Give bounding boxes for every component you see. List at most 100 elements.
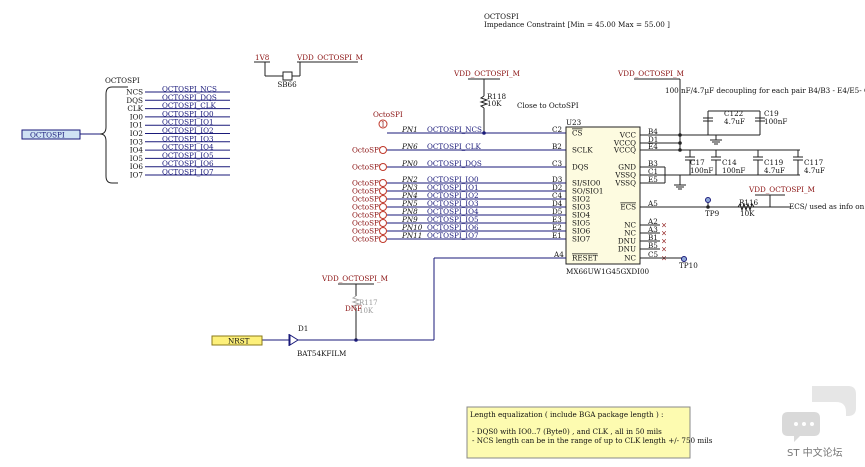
bus-net-label: OCTOSPI_IO4 bbox=[162, 143, 214, 152]
svg-text:1: 1 bbox=[381, 120, 386, 129]
tp10-icon bbox=[681, 256, 687, 262]
length-line-3: - NCS length can be in the range of up t… bbox=[472, 436, 713, 445]
chip-right-pin: VSSQ bbox=[614, 171, 636, 180]
vdd-label-decoup: VDD_OCTOSPI_M bbox=[617, 69, 684, 78]
tp10-block: TP10 bbox=[640, 256, 698, 270]
chip-left-pin: DQS bbox=[572, 163, 589, 172]
r117-value: 10K bbox=[359, 307, 374, 315]
chip-left-pin: SI/SIO0 bbox=[572, 179, 601, 188]
bus-net-label: OCTOSPI_IO2 bbox=[162, 126, 214, 135]
bus-pin-label: NCS bbox=[126, 88, 143, 97]
signal-net-label: OCTOSPI_NCS bbox=[427, 125, 482, 134]
bus-net-label: OCTOSPI_IO5 bbox=[162, 151, 214, 160]
bus-row: CLK OCTOSPI_CLK bbox=[127, 101, 230, 113]
length-note-box bbox=[466, 406, 691, 459]
flag-icon bbox=[379, 179, 387, 187]
reset-path: VDD_OCTOSPI_M R117 10K DNF D1 BAT54KFILM… bbox=[211, 257, 566, 358]
bus-row: IO0 OCTOSPI_IO0 bbox=[130, 109, 230, 121]
chip-left-pin: SCLK bbox=[572, 146, 593, 155]
chip-right-ball: B3 bbox=[648, 159, 658, 168]
bus-title: OCTOSPI bbox=[105, 76, 140, 85]
chip-left-pin: SIO3 bbox=[572, 203, 591, 212]
chip-right-pin: GND bbox=[618, 163, 636, 172]
c122-value: 4.7uF bbox=[724, 117, 745, 126]
c122-ref: C122 bbox=[724, 109, 743, 118]
octospi-flag: OctoSPI bbox=[352, 163, 382, 172]
chip-right-pin: VCCQ bbox=[613, 146, 636, 155]
bus-pin-label: CLK bbox=[127, 104, 143, 113]
ball-label: E1 bbox=[552, 231, 562, 240]
u23-ref: U23 bbox=[566, 118, 582, 127]
length-note: Length equalization ( include BGA packag… bbox=[466, 406, 713, 459]
u23-part: MX66UW1G45GXDI00 bbox=[566, 267, 650, 276]
chip-right-ball: A5 bbox=[647, 199, 658, 208]
nrst-port bbox=[211, 335, 263, 346]
c17-ref: C17 bbox=[690, 158, 705, 167]
octospi-flag: OctoSPI bbox=[352, 227, 382, 236]
chip-right-pin: ECS bbox=[620, 203, 636, 212]
bus-net-label: OCTOSPI_CLK bbox=[162, 101, 217, 110]
pn-label: PN9 bbox=[401, 215, 418, 224]
signal-net-label: OCTOSPI_IO4 bbox=[427, 207, 479, 216]
c19-ref: C19 bbox=[764, 109, 779, 118]
chip-right-pin: VSSQ bbox=[614, 179, 636, 188]
c14-ref: C14 bbox=[722, 158, 737, 167]
reset-ball: A4 bbox=[553, 250, 564, 259]
signal-net-label: OCTOSPI_IO2 bbox=[427, 191, 479, 200]
ball-label: D3 bbox=[552, 175, 563, 184]
pn-label: PN8 bbox=[401, 207, 418, 216]
chat-icon bbox=[782, 412, 820, 442]
pn-label: PN6 bbox=[401, 142, 418, 151]
flag-icon bbox=[379, 203, 387, 211]
pn-label: PN0 bbox=[401, 159, 418, 168]
bus-net-label: OCTOSPI_IO3 bbox=[162, 134, 214, 143]
tp10-label: TP10 bbox=[679, 261, 698, 270]
signal-net-label: OCTOSPI_IO6 bbox=[427, 223, 479, 232]
ball-label: D5 bbox=[552, 207, 563, 216]
chip-right-pin: NC bbox=[624, 221, 636, 230]
c117-value: 4.7uF bbox=[804, 166, 825, 175]
octospi-flag-top: OctoSPI 1 bbox=[373, 110, 403, 129]
tp9-icon bbox=[705, 197, 711, 203]
vdd-label-ecs: VDD_OCTOSPI_M bbox=[748, 185, 815, 194]
watermark: ST 中文论坛 bbox=[782, 386, 856, 459]
chip-left-pin: RESET bbox=[572, 254, 598, 263]
chip-right-ball: B1 bbox=[648, 233, 658, 242]
ball-label: D4 bbox=[552, 199, 563, 208]
signal-net-label: OCTOSPI_IO7 bbox=[427, 231, 479, 240]
flag-icon bbox=[379, 235, 387, 243]
octospi-flag: OctoSPI bbox=[352, 146, 382, 155]
chip-right-ball: C5 bbox=[648, 250, 658, 259]
bus-net-label: OCTOSPI_NCS bbox=[162, 85, 217, 94]
chip-left-pin: SIO4 bbox=[572, 211, 591, 220]
pn-label: PN5 bbox=[401, 199, 418, 208]
bus-net-label: OCTOSPI_IO0 bbox=[162, 109, 214, 118]
octospi-port-label: OCTOSPI bbox=[30, 131, 65, 140]
power-1v8-label: 1V8 bbox=[255, 53, 270, 62]
octospi-flag: OctoSPI bbox=[352, 179, 382, 188]
chip-right-pin: DNU bbox=[618, 245, 636, 254]
chip-right-ball: B4 bbox=[648, 127, 658, 136]
impedance-title: OCTOSPI bbox=[484, 12, 519, 21]
r117-dnf: DNF bbox=[345, 304, 362, 313]
bus-pin-label: IO5 bbox=[130, 154, 144, 163]
chip-right-ball: E4 bbox=[648, 142, 658, 151]
chip-right-ball: A3 bbox=[647, 225, 658, 234]
r116-value: 10K bbox=[740, 209, 755, 218]
chip-left-pin: SIO7 bbox=[572, 235, 591, 244]
bus-pin-label: IO0 bbox=[130, 112, 144, 121]
chip-left-pin: SIO6 bbox=[572, 227, 591, 236]
chip-left-pin: SO/SIO1 bbox=[572, 187, 603, 196]
vdd-label-reset: VDD_OCTOSPI_M bbox=[321, 274, 388, 283]
